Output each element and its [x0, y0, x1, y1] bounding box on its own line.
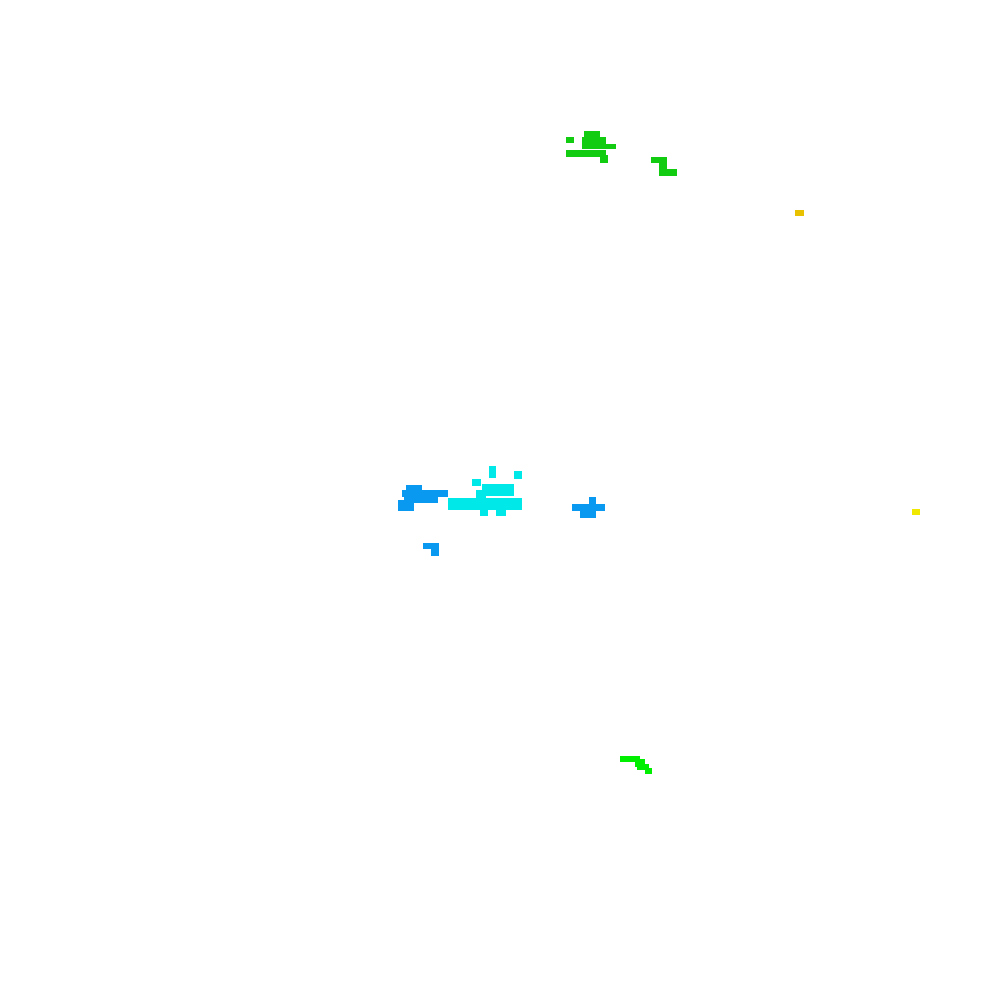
yellow-pixel-upper	[795, 210, 804, 216]
blue-pixel-mark-lower	[423, 543, 439, 556]
cyan-pixels	[448, 466, 522, 516]
blue-pixels-left	[398, 485, 448, 511]
cyan-pixel-cluster-center	[448, 466, 522, 516]
blue-pixel-cluster-right	[572, 497, 605, 518]
green-pixel-cluster-top	[566, 131, 677, 176]
yellow-pixel-mark-right	[912, 509, 920, 515]
blue-pixels-lower	[423, 543, 439, 556]
bright-green-pixels	[620, 756, 652, 774]
yellow-pixel-right	[912, 509, 920, 515]
blue-pixels-right	[572, 497, 605, 518]
green-pixel-cluster-bottom	[620, 756, 652, 774]
blue-pixel-cluster-left	[398, 485, 448, 511]
green-pixels	[566, 131, 677, 176]
yellow-pixel-mark-upper	[795, 210, 804, 216]
